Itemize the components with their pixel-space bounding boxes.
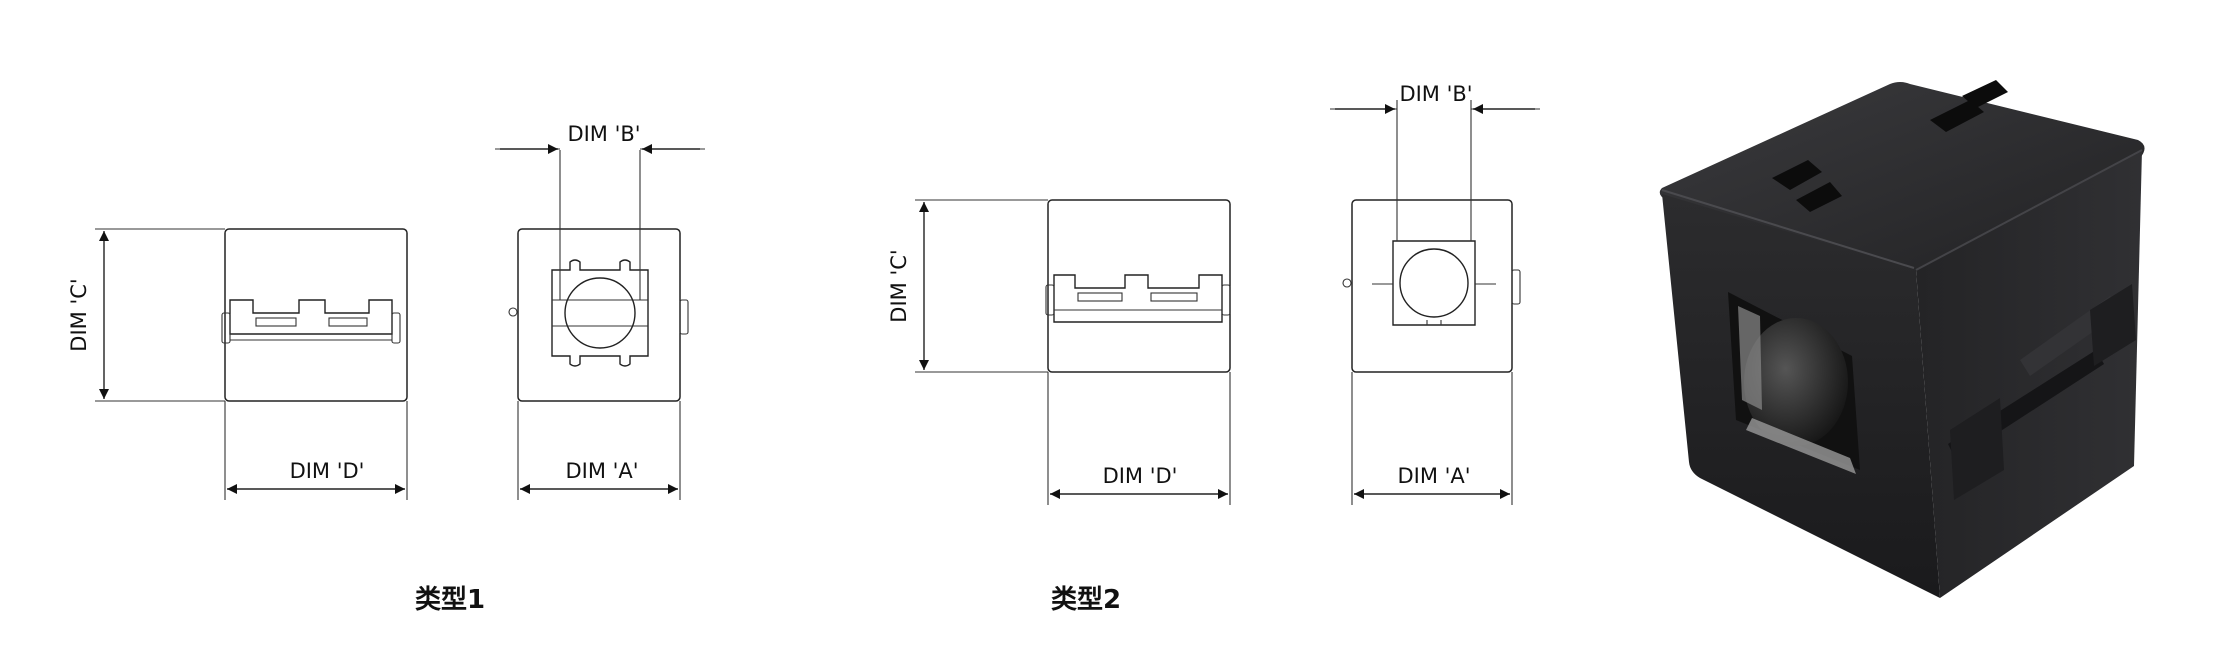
type2-end-view: DIM 'B' DIM 'A' <box>1330 82 1540 505</box>
type1-side-body <box>224 228 408 402</box>
type2-caption: 类型2 <box>1051 585 1121 615</box>
type2-dim-a-label: DIM 'A' <box>1397 464 1470 488</box>
type2-core-frame <box>1392 240 1476 326</box>
type1-caption: 类型1 <box>415 585 485 615</box>
type1-end-body <box>517 228 681 402</box>
type2-cable-hole <box>1399 248 1469 318</box>
type1-dim-c-label: DIM 'C' <box>67 278 91 351</box>
type1-core-frame <box>551 259 649 367</box>
type2-clip <box>1053 274 1223 323</box>
type2-end-body <box>1351 199 1513 373</box>
type1-cable-hole <box>564 277 636 349</box>
type2-side-view: DIM 'C' DIM 'D' <box>887 199 1231 505</box>
product-top-face <box>1659 82 2145 273</box>
type1-dim-d-label: DIM 'D' <box>290 459 365 483</box>
type1-dim-b-label: DIM 'B' <box>567 122 640 146</box>
type1-dim-a-label: DIM 'A' <box>565 459 638 483</box>
type2-dim-c-label: DIM 'C' <box>887 249 911 322</box>
type2-dim-d-label: DIM 'D' <box>1103 464 1178 488</box>
product-render <box>1659 80 2145 598</box>
product-core-hole <box>1744 318 1848 446</box>
type2-dim-b-label: DIM 'B' <box>1399 82 1472 106</box>
type1-clip <box>229 299 393 335</box>
type1-side-view: DIM 'C' DIM 'D' <box>67 228 408 500</box>
type1-end-view: DIM 'B' DIM 'A' <box>495 122 705 500</box>
